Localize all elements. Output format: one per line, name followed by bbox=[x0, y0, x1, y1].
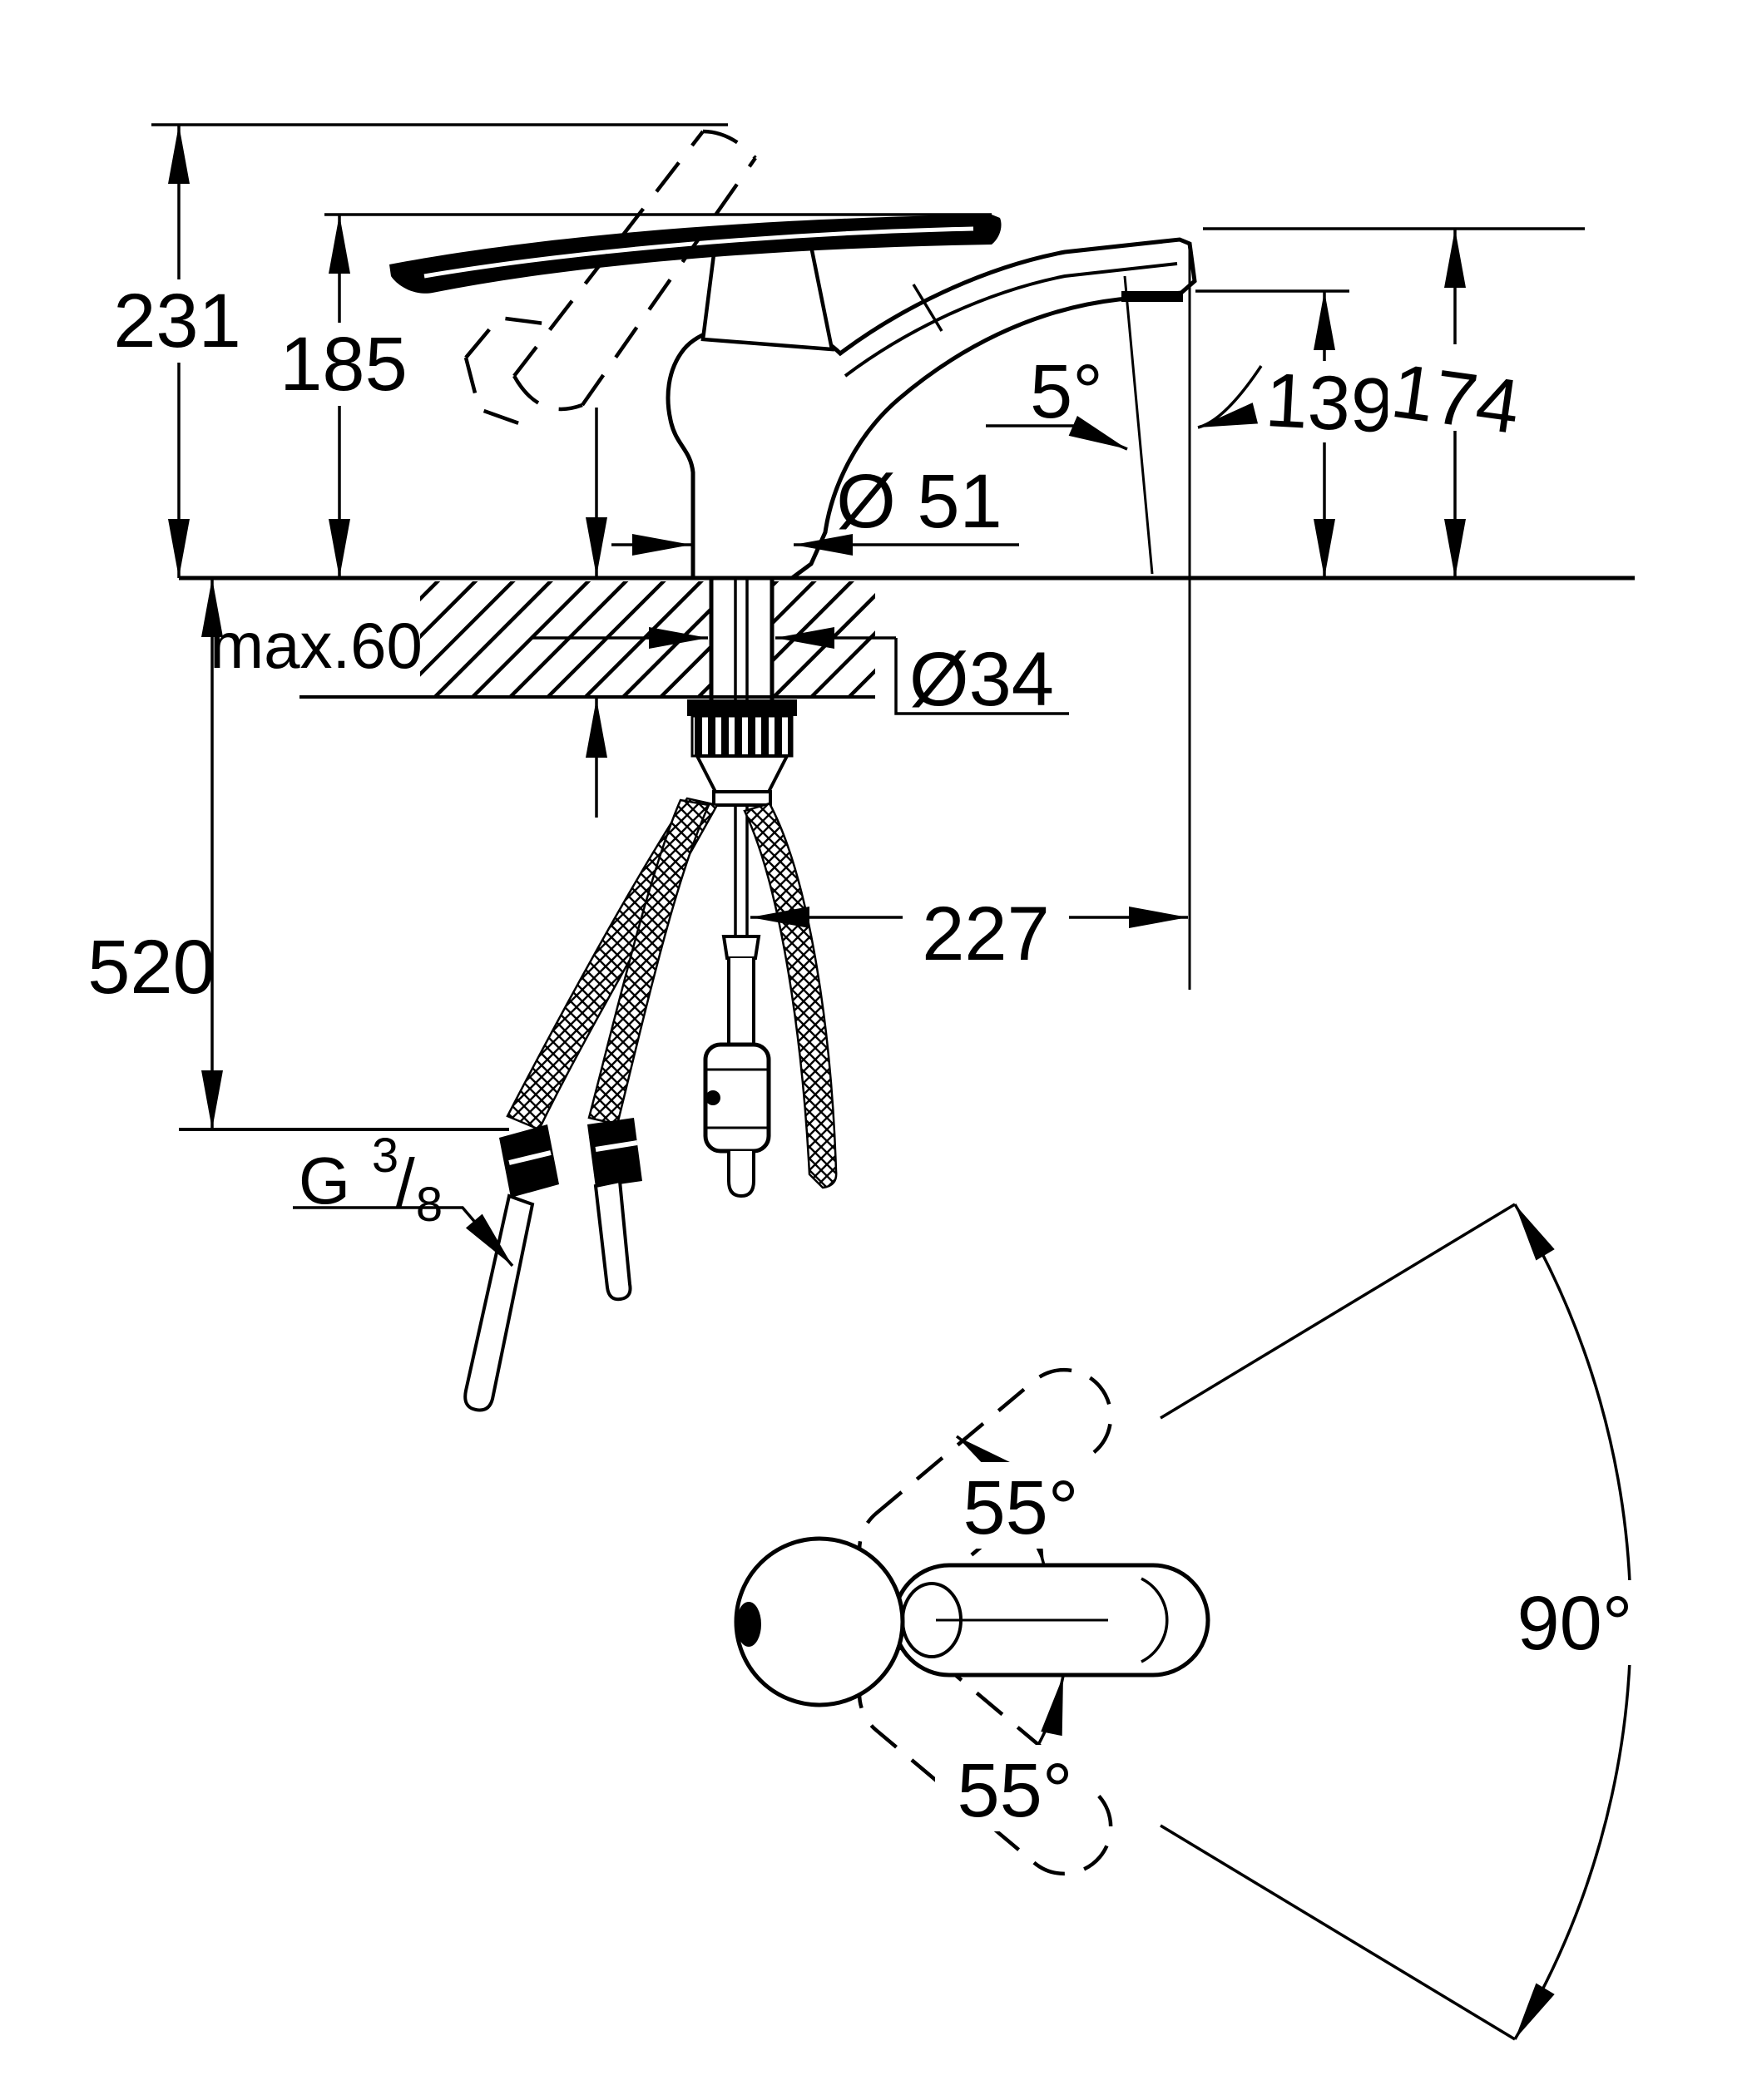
angle5-arc bbox=[1197, 365, 1263, 429]
label-swivel-upper: 55° bbox=[963, 1465, 1078, 1550]
handle-knob-plan bbox=[734, 1536, 905, 1707]
shank-assembly bbox=[687, 578, 797, 936]
hose-fitting-right-notch bbox=[595, 1140, 638, 1152]
hose-fitting-left bbox=[499, 1124, 559, 1198]
body-spout-outline bbox=[666, 237, 1197, 581]
faucet-body bbox=[389, 129, 1197, 581]
label-swivel-total: 90° bbox=[1517, 1581, 1632, 1666]
thread-slash: / bbox=[395, 1144, 415, 1223]
dia34-leader bbox=[894, 638, 1069, 715]
bg-139 bbox=[1263, 361, 1394, 442]
label-spray-angle: 5° bbox=[1030, 349, 1103, 434]
label-counter-thickness: max.60 bbox=[210, 609, 423, 682]
label-total-height: 231 bbox=[113, 279, 241, 363]
spray-direction-line bbox=[1123, 275, 1154, 575]
lever-highlight bbox=[423, 226, 974, 279]
raised-lever-edge-1 bbox=[512, 130, 705, 378]
label-spout-top-height: 174 bbox=[1387, 348, 1525, 450]
hose-crimp bbox=[721, 935, 761, 960]
raised-lever-pivot bbox=[463, 315, 552, 428]
supply-tube-right bbox=[593, 1178, 632, 1302]
aerator bbox=[1121, 291, 1183, 302]
thread-label: G 3 / 8 bbox=[299, 1129, 443, 1232]
side-view: 231 185 520 max.60 Ø 51 Ø34 5° 139 174 2… bbox=[87, 123, 1635, 1412]
swivel-radial-lower bbox=[1160, 1824, 1516, 2041]
swivel-radial-upper bbox=[1160, 1203, 1516, 1420]
supply-hoses bbox=[463, 797, 838, 1412]
hose-fitting-left-notch bbox=[508, 1150, 552, 1165]
raised-lever-tip bbox=[702, 129, 757, 160]
hose-lower-end bbox=[727, 1151, 755, 1198]
supply-tube-left bbox=[463, 1193, 535, 1412]
cartridge-neck bbox=[700, 244, 834, 352]
hose-upper-fill bbox=[729, 958, 754, 1045]
mounting-nut-flange bbox=[687, 699, 797, 716]
bg-174 bbox=[1388, 344, 1522, 431]
label-hole-diameter: Ø34 bbox=[909, 637, 1054, 722]
spout-inner-line bbox=[844, 262, 1178, 378]
knob-slot bbox=[736, 1602, 761, 1647]
hose-collar bbox=[712, 790, 772, 807]
braided-hose-middle bbox=[587, 798, 710, 1126]
thread-denominator: 8 bbox=[416, 1178, 443, 1232]
thread-leader bbox=[293, 1206, 514, 1267]
center-pipe bbox=[734, 580, 749, 936]
label-base-diameter: Ø 51 bbox=[836, 459, 1002, 544]
bg-185 bbox=[280, 323, 408, 406]
raised-lever-base bbox=[512, 374, 583, 412]
spray-head-break-line bbox=[912, 284, 943, 332]
thread-numerator: 3 bbox=[372, 1129, 398, 1183]
angle5-leader bbox=[986, 415, 1128, 451]
label-outlet-height: 139 bbox=[1264, 358, 1396, 449]
hose-fitting-right bbox=[587, 1118, 642, 1188]
plan-view: 55° 55° 90° bbox=[734, 1203, 1651, 2041]
label-below-depth: 520 bbox=[87, 925, 215, 1010]
thread-letter: G bbox=[299, 1144, 350, 1218]
hose-weight-seams bbox=[705, 1068, 769, 1129]
bg-55-upper bbox=[940, 1462, 1101, 1549]
raised-lever-edge-2 bbox=[581, 156, 757, 407]
mounting-nut-knurl bbox=[690, 714, 794, 758]
bg-90 bbox=[1499, 1580, 1651, 1665]
lever-plan-tip-inner bbox=[1141, 1577, 1169, 1663]
weight-screw-dot bbox=[705, 1090, 720, 1105]
label-swivel-lower: 55° bbox=[957, 1748, 1072, 1833]
bg-55-lower bbox=[935, 1745, 1096, 1831]
label-handle-height: 185 bbox=[280, 322, 408, 407]
lever-raised-dashed bbox=[463, 129, 757, 428]
spray-hose bbox=[703, 935, 771, 1198]
hose-upper-edges bbox=[727, 958, 755, 1045]
bg-231 bbox=[115, 279, 240, 363]
label-spout-reach: 227 bbox=[922, 892, 1050, 976]
dimension-texts: 231 185 520 max.60 Ø 51 Ø34 5° 139 174 2… bbox=[87, 279, 1525, 1232]
